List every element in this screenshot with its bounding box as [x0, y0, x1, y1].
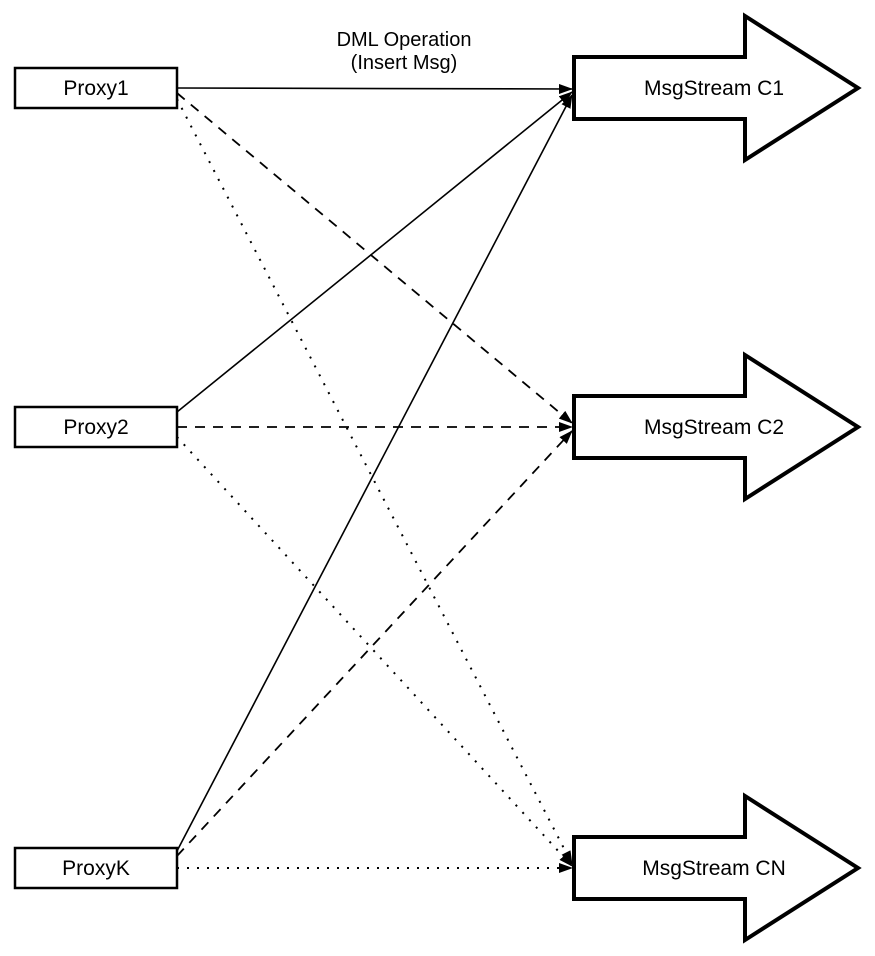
- msgstream-c1-block-arrow: [572, 12, 862, 164]
- proxy2-node: Proxy2: [13, 405, 179, 449]
- msgstream-c2-block-arrow: [572, 351, 862, 503]
- edge-proxyk-to-msgstream-c1: [176, 94, 573, 852]
- edge-proxy1-to-msgstream-c2: [176, 92, 573, 424]
- msgstream-c1-label: MsgStream C1: [644, 77, 784, 100]
- edge-proxy2-to-msgstream-cn: [176, 436, 573, 867]
- proxyk-box: [13, 846, 179, 890]
- msgstream-cn-block-arrow: [572, 792, 862, 944]
- edge-proxy1-to-msgstream-cn: [176, 98, 573, 865]
- proxyk-node: ProxyK: [13, 846, 179, 890]
- edge-label-dml-operation: DML Operation (Insert Msg): [337, 29, 472, 74]
- msgstream-c2-label: MsgStream C2: [644, 416, 784, 439]
- proxy1-box: [13, 66, 179, 110]
- msgstream-cn-label: MsgStream CN: [642, 857, 786, 880]
- edge-proxyk-to-msgstream-c2: [176, 430, 573, 857]
- proxy1-label: Proxy1: [63, 77, 128, 100]
- msgstream-cn-node: MsgStream CN: [572, 792, 862, 944]
- proxy2-label: Proxy2: [63, 416, 128, 439]
- edge-label-line1: DML Operation: [337, 29, 472, 51]
- msgstream-c1-node: MsgStream C1: [572, 12, 862, 164]
- proxyk-label: ProxyK: [62, 857, 130, 880]
- proxy1-node: Proxy1: [13, 66, 179, 110]
- msgstream-c2-node: MsgStream C2: [572, 351, 862, 503]
- edge-proxy2-to-msgstream-c1: [176, 91, 573, 413]
- proxy2-box: [13, 405, 179, 449]
- edge-label-line2: (Insert Msg): [351, 52, 458, 74]
- edge-proxy1-to-msgstream-c1: [176, 83, 573, 94]
